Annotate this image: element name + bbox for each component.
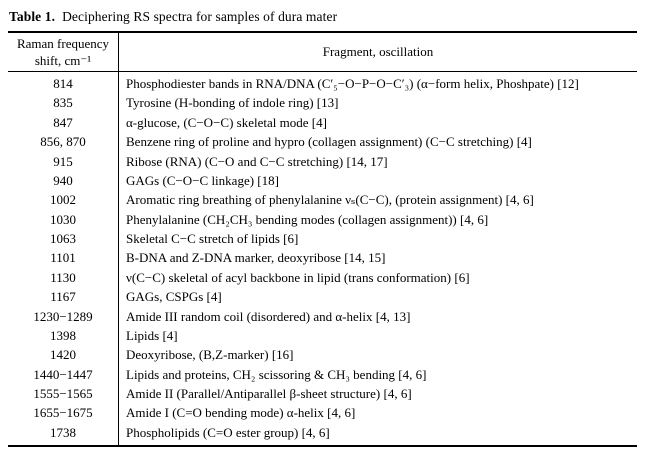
raman-shift-value: 1130	[50, 269, 76, 285]
fragment-text: Aromatic ring breathing of phenylalanine…	[118, 190, 637, 210]
raman-shift-value: 835	[53, 95, 73, 111]
column-header-raman-shift: Raman frequency shift, cm⁻¹	[16, 36, 110, 68]
table-row: 835 Tyrosine (H-bonding of indole ring) …	[8, 93, 637, 114]
fragment-text: Amide II (Parallel/Antiparallel β-sheet …	[118, 384, 637, 404]
raman-shift-value: 1230−1289	[33, 308, 93, 324]
table-row: 814 Phosphodiester bands in RNA/DNA (C′₅…	[8, 72, 637, 94]
raman-shift-value: 1101	[50, 250, 76, 266]
column-header-fragment: Fragment, oscillation	[118, 33, 637, 71]
raman-shift-value: 847	[53, 114, 73, 130]
raman-shift-value: 1440−1447	[33, 366, 93, 382]
fragment-text: Lipids [4]	[118, 326, 637, 346]
raman-shift-value: 915	[53, 153, 73, 169]
fragment-text: ν(C−C) skeletal of acyl backbone in lipi…	[118, 268, 637, 288]
fragment-text: B-DNA and Z-DNA marker, deoxyribose [14,…	[118, 248, 637, 269]
table-row: 1002 Aromatic ring breathing of phenylal…	[8, 190, 637, 210]
fragment-text: Benzene ring of proline and hypro (colla…	[118, 132, 637, 152]
table-caption: Table 1. Deciphering RS spectra for sampl…	[9, 8, 647, 25]
fragment-text: GAGs, CSPGs [4]	[118, 287, 637, 307]
table-row: 847 α-glucose, (C−O−C) skeletal mode [4]	[8, 113, 637, 133]
fragment-text: Tyrosine (H-bonding of indole ring) [13]	[118, 93, 637, 114]
table-row: 1655−1675 Amide I (C=O bending mode) α-h…	[8, 403, 637, 424]
raman-shift-value: 856, 870	[40, 134, 86, 150]
table-row: 1738 Phospholipids (C=O ester group) [4,…	[8, 423, 637, 445]
table-row: 1555−1565 Amide II (Parallel/Antiparalle…	[8, 384, 637, 404]
table-header-row: Raman frequency shift, cm⁻¹ Fragment, os…	[8, 33, 637, 72]
table-row: 1130 ν(C−C) skeletal of acyl backbone in…	[8, 268, 637, 288]
table-row: 1398 Lipids [4]	[8, 326, 637, 346]
raman-spectra-table: Raman frequency shift, cm⁻¹ Fragment, os…	[8, 31, 637, 447]
table-row: 940 GAGs (C−O−C linkage) [18]	[8, 171, 637, 191]
raman-shift-value: 1167	[50, 289, 76, 305]
raman-shift-value: 1398	[50, 327, 76, 343]
fragment-text: GAGs (C−O−C linkage) [18]	[118, 171, 637, 191]
table-row: 1420 Deoxyribose, (B,Z-marker) [16]	[8, 345, 637, 365]
table-caption-text: Deciphering RS spectra for samples of du…	[62, 9, 338, 24]
table-row: 856, 870 Benzene ring of proline and hyp…	[8, 132, 637, 152]
raman-shift-value: 1555−1565	[33, 386, 93, 401]
raman-shift-value: 1063	[50, 231, 76, 246]
fragment-text: Lipids and proteins, CH₂ scissoring & CH…	[118, 364, 637, 385]
fragment-text: Amide I (C=O bending mode) α-helix [4, 6…	[118, 403, 637, 424]
fragment-text: Phospholipids (C=O ester group) [4, 6]	[118, 423, 637, 445]
fragment-text: Ribose (RNA) (C−O and C−C stretching) [1…	[118, 151, 637, 172]
table-caption-label: Table 1.	[9, 9, 56, 24]
raman-shift-value: 1655−1675	[33, 405, 93, 421]
raman-shift-value: 1420	[50, 347, 76, 363]
fragment-text: Phenylalanine (CH₂CH₃ bending modes (col…	[118, 209, 637, 230]
table-row: 1030 Phenylalanine (CH₂CH₃ bending modes…	[8, 209, 637, 230]
raman-shift-value: 1030	[50, 211, 76, 227]
fragment-text: Phosphodiester bands in RNA/DNA (C′₅−O−P…	[118, 72, 637, 94]
fragment-text: α-glucose, (C−O−C) skeletal mode [4]	[118, 113, 637, 133]
table-row: 1101 B-DNA and Z-DNA marker, deoxyribose…	[8, 248, 637, 269]
table-row: 1440−1447 Lipids and proteins, CH₂ sciss…	[8, 364, 637, 385]
raman-shift-value: 1002	[50, 192, 76, 208]
table-row: 1167 GAGs, CSPGs [4]	[8, 287, 637, 307]
fragment-text: Deoxyribose, (B,Z-marker) [16]	[118, 345, 637, 365]
raman-shift-value: 940	[53, 172, 73, 188]
fragment-text: Skeletal C−C stretch of lipids [6]	[118, 229, 637, 249]
fragment-text: Amide III random coil (disordered) and α…	[118, 306, 637, 327]
table-row: 1230−1289 Amide III random coil (disorde…	[8, 306, 637, 327]
table-body: 814 Phosphodiester bands in RNA/DNA (C′₅…	[8, 72, 637, 445]
table-row: 915 Ribose (RNA) (C−O and C−C stretching…	[8, 151, 637, 172]
raman-shift-value: 1738	[50, 424, 76, 440]
table-row: 1063 Skeletal C−C stretch of lipids [6]	[8, 229, 637, 249]
raman-shift-value: 814	[53, 76, 73, 91]
